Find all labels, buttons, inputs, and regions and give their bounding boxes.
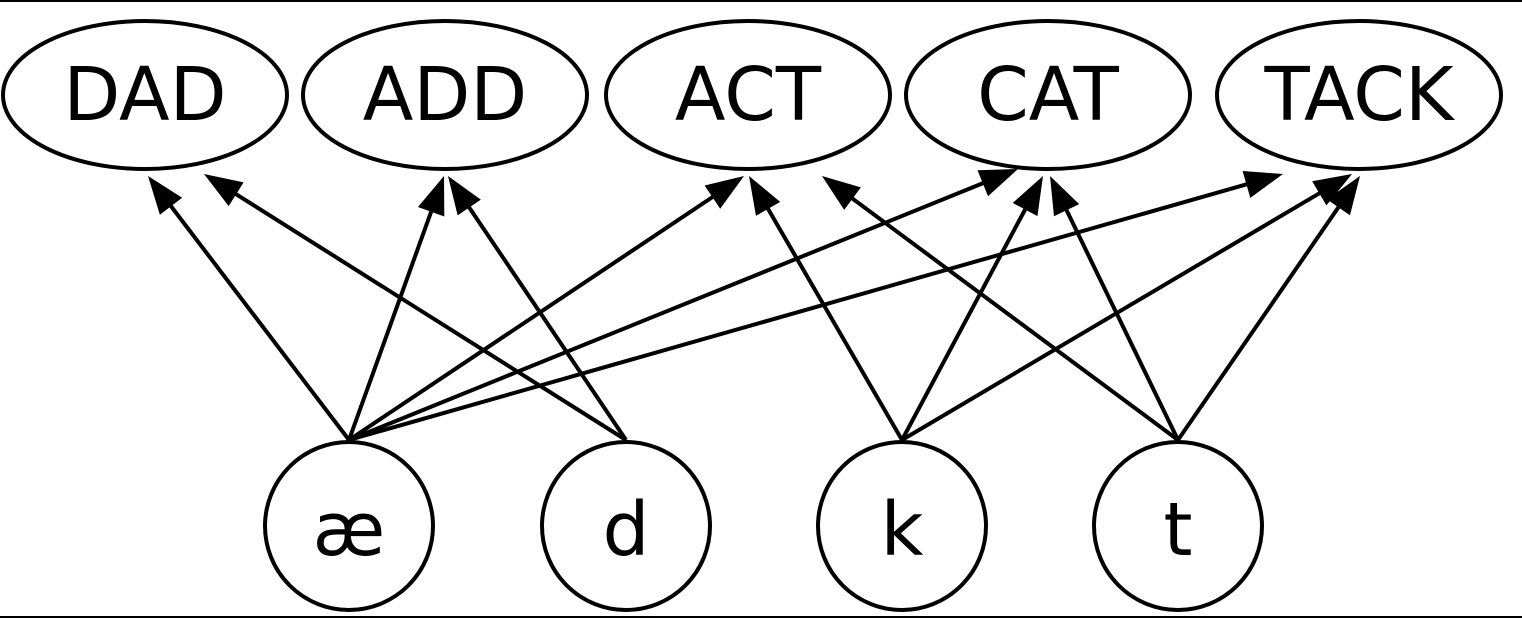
edge-line [348,181,1249,442]
phoneme-node-circle [263,440,435,612]
phoneme-node-label: d [603,487,650,573]
edge-line [849,195,1180,442]
edge-ae-to-dad [148,176,351,442]
word-node-ellipse [301,19,589,171]
word-node-act: ACT [604,19,892,171]
word-node-label: CAT [977,52,1120,138]
edge-t-to-cat [1050,176,1180,441]
word-node-add: ADD [301,19,589,171]
arrowhead-icon [822,176,861,210]
phoneme-node-ae: æ [263,440,435,612]
phoneme-node-circle [816,440,988,612]
phoneme-node-label: æ [313,487,386,573]
word-node-label: ADD [363,52,528,138]
word-node-ellipse [1,19,289,171]
phoneme-node-t: t [1092,440,1264,612]
arrowhead-icon [204,174,244,207]
edge-line [347,194,716,442]
word-node-ellipse [1215,19,1503,171]
edge-ae-to-tack [348,170,1283,442]
edge-d-to-add [448,176,628,442]
phoneme-node-k: k [816,440,988,612]
edge-k-to-tack [900,174,1352,442]
edges-layer [148,169,1360,442]
edge-line [347,209,434,441]
arrowhead-icon [1012,176,1043,217]
edge-line [466,204,628,442]
edge-d-to-dad [204,174,628,442]
word-node-dad: DAD [1,19,289,171]
edge-t-to-tack [1176,176,1360,442]
arrowhead-icon [448,176,481,216]
edge-line [1176,204,1342,442]
arrowhead-icon [1242,170,1283,198]
phoneme-node-label: k [881,487,924,573]
arrowhead-icon [977,169,1018,197]
word-node-tack: TACK [1215,19,1503,171]
arrowhead-icon [1050,176,1080,217]
arrowhead-icon [1312,174,1352,206]
phoneme-node-label: t [1163,487,1192,573]
word-node-cat: CAT [904,19,1192,171]
edge-ae-to-act [347,176,744,442]
edge-line [348,180,986,442]
edge-k-to-act [749,176,904,442]
edge-line [233,191,628,442]
phoneme-node-circle [540,440,712,612]
arrowhead-icon [148,176,183,215]
phoneme-node-circle [1092,440,1264,612]
edge-k-to-cat [900,176,1043,441]
arrowhead-icon [1326,176,1360,216]
edge-line [765,206,904,442]
arrowhead-icon [704,176,744,209]
nodes-layer: DAD ADD ACT CAT TACK æ d k t [1,19,1503,612]
edge-line [1063,207,1180,441]
phoneme-node-d: d [540,440,712,612]
arrowhead-icon [749,176,781,216]
word-node-label: ACT [675,52,822,138]
word-node-label: TACK [1264,52,1456,138]
word-node-label: DAD [63,52,226,138]
edge-line [900,206,1028,441]
edge-ae-to-add [347,176,445,441]
edge-line [168,203,351,442]
word-node-ellipse [904,19,1192,171]
edge-line [900,190,1323,442]
edge-t-to-act [822,176,1180,442]
edge-ae-to-cat [348,169,1018,442]
arrowhead-icon [417,176,445,217]
word-node-ellipse [604,19,892,171]
